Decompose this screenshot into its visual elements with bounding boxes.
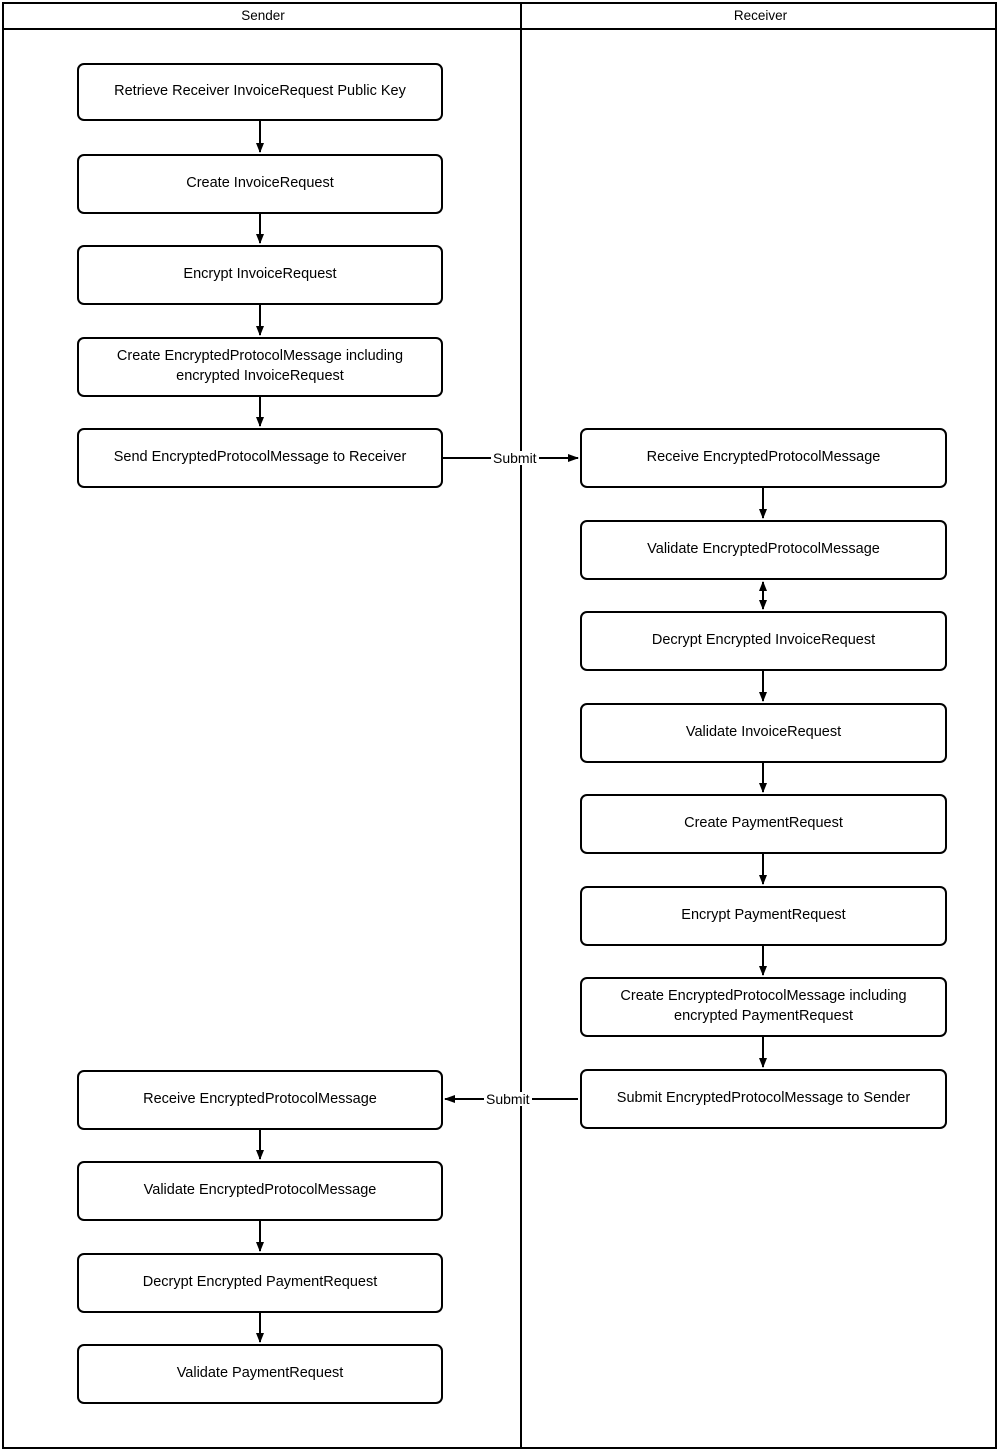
- node-create-invoicerequest[interactable]: Create InvoiceRequest: [77, 154, 443, 214]
- node-label: Encrypt InvoiceRequest: [183, 266, 337, 283]
- node-validate-invoicerequest[interactable]: Validate InvoiceRequest: [580, 703, 947, 763]
- node-label: Validate InvoiceRequest: [685, 724, 842, 741]
- node-send-encryptedprotocolmessage-to-receiver[interactable]: Send EncryptedProtocolMessage to Receive…: [77, 428, 443, 488]
- node-create-encryptedprotocolmessage-paymentrequest[interactable]: Create EncryptedProtocolMessage includin…: [580, 977, 947, 1037]
- node-label: Decrypt Encrypted PaymentRequest: [142, 1274, 378, 1291]
- node-label: Submit EncryptedProtocolMessage to Sende…: [616, 1090, 911, 1107]
- node-label: Retrieve Receiver InvoiceRequest Public …: [114, 83, 406, 100]
- lane-header-band: Sender Receiver: [2, 2, 997, 30]
- edge-label-submit-to-sender: Submit: [484, 1091, 532, 1107]
- node-label: Decrypt Encrypted InvoiceRequest: [651, 632, 876, 649]
- node-encrypt-paymentrequest[interactable]: Encrypt PaymentRequest: [580, 886, 947, 946]
- node-validate-encryptedprotocolmessage-receiver[interactable]: Validate EncryptedProtocolMessage: [580, 520, 947, 580]
- node-label: Create EncryptedProtocolMessage includin…: [620, 988, 907, 1024]
- node-create-encryptedprotocolmessage-invoicerequest[interactable]: Create EncryptedProtocolMessage includin…: [77, 337, 443, 397]
- lane-divider: [520, 2, 522, 1449]
- node-decrypt-encrypted-paymentrequest[interactable]: Decrypt Encrypted PaymentRequest: [77, 1253, 443, 1313]
- node-label: Receive EncryptedProtocolMessage: [143, 1091, 377, 1108]
- node-label: Validate PaymentRequest: [176, 1365, 344, 1382]
- node-validate-encryptedprotocolmessage-sender[interactable]: Validate EncryptedProtocolMessage: [77, 1161, 443, 1221]
- lane-header-sender: Sender: [241, 8, 285, 23]
- node-receive-encryptedprotocolmessage-receiver[interactable]: Receive EncryptedProtocolMessage: [580, 428, 947, 488]
- node-label: Encrypt PaymentRequest: [681, 907, 846, 924]
- lane-header-receiver: Receiver: [733, 8, 788, 23]
- node-decrypt-encrypted-invoicerequest[interactable]: Decrypt Encrypted InvoiceRequest: [580, 611, 947, 671]
- node-validate-paymentrequest[interactable]: Validate PaymentRequest: [77, 1344, 443, 1404]
- node-submit-encryptedprotocolmessage-to-sender[interactable]: Submit EncryptedProtocolMessage to Sende…: [580, 1069, 947, 1129]
- node-label: Create EncryptedProtocolMessage includin…: [116, 348, 404, 384]
- node-label: Validate EncryptedProtocolMessage: [647, 541, 880, 558]
- node-label: Send EncryptedProtocolMessage to Receive…: [113, 449, 407, 466]
- node-label: Create PaymentRequest: [684, 815, 843, 832]
- node-retrieve-receiver-public-key[interactable]: Retrieve Receiver InvoiceRequest Public …: [77, 63, 443, 121]
- node-encrypt-invoicerequest[interactable]: Encrypt InvoiceRequest: [77, 245, 443, 305]
- node-label: Receive EncryptedProtocolMessage: [646, 449, 881, 466]
- node-label: Create InvoiceRequest: [186, 175, 334, 192]
- node-create-paymentrequest[interactable]: Create PaymentRequest: [580, 794, 947, 854]
- node-receive-encryptedprotocolmessage-sender[interactable]: Receive EncryptedProtocolMessage: [77, 1070, 443, 1130]
- node-label: Validate EncryptedProtocolMessage: [143, 1182, 377, 1199]
- edge-label-submit-to-receiver: Submit: [491, 450, 539, 466]
